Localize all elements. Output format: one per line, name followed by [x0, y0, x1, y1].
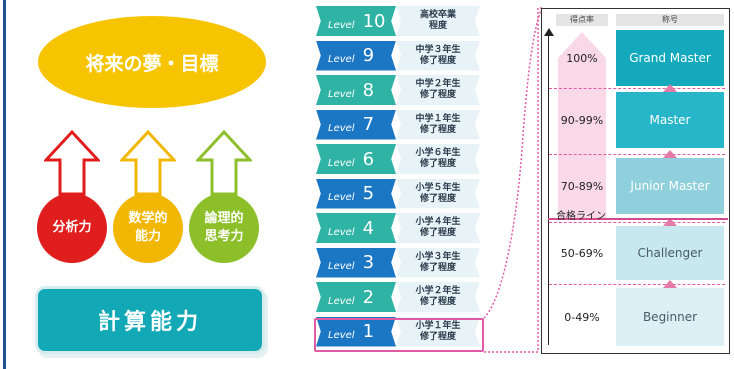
- level-number: 10: [362, 10, 386, 32]
- level-description: 中学１年生 修了程度: [396, 109, 480, 140]
- up-arrow-icon: [44, 130, 100, 196]
- skill-circle-math: 数学的 能力: [113, 193, 183, 263]
- level-row-10: Level 10 高校卒業 程度: [316, 6, 482, 36]
- level-number: 1: [362, 321, 375, 342]
- pass-line: [548, 218, 728, 220]
- skill-label: 分析力: [52, 220, 92, 235]
- vertical-axis: [548, 34, 549, 345]
- score-column-header: 得点率: [556, 14, 608, 26]
- score-arrow-band: [558, 32, 606, 218]
- score-range: 70-89%: [560, 179, 604, 193]
- foundation-label: 計算能力: [97, 310, 202, 335]
- skill-circle-analysis: 分析力: [37, 193, 107, 263]
- rank-divider: [549, 88, 725, 89]
- level-description: 小学４年生 修了程度: [396, 213, 480, 243]
- rank-up-triangle-icon: [663, 280, 677, 288]
- level-description: 高校卒業 程度: [396, 6, 480, 36]
- level-tag: Level 3: [316, 247, 396, 278]
- rank-title: Grand Master: [616, 30, 724, 86]
- level-tag: Level 4: [316, 213, 396, 243]
- rank-divider: [549, 154, 725, 155]
- level-row-4: Level 4 小学４年生 修了程度: [316, 213, 482, 243]
- current-level-highlight: [314, 318, 484, 352]
- up-arrow-icon: [196, 130, 252, 196]
- pass-line-label: 合格ライン: [556, 211, 606, 222]
- level-description: 小学６年生 修了程度: [396, 144, 480, 174]
- level-number: 6: [362, 148, 375, 170]
- foundation-box: 計算能力: [38, 289, 262, 351]
- level-number: 2: [362, 286, 375, 308]
- level-word: Level: [328, 88, 355, 100]
- level-row-7: Level 7 中学１年生 修了程度: [316, 109, 482, 140]
- title-column-header: 称号: [616, 14, 724, 26]
- rank-up-triangle-icon: [663, 84, 677, 92]
- level-word: Level: [328, 157, 355, 169]
- score-range: 100%: [566, 51, 598, 65]
- level-tag: Level 6: [316, 144, 396, 174]
- level-word: Level: [328, 192, 355, 203]
- skill-label: 数学的 能力: [128, 211, 168, 244]
- level-word: Level: [328, 261, 355, 272]
- level-tag: Level 5: [316, 178, 396, 209]
- rank-divider: [549, 222, 725, 223]
- level-number: 7: [362, 114, 375, 135]
- up-arrow-icon: [120, 130, 176, 196]
- level-word: Level: [328, 226, 355, 238]
- rank-title: Master: [616, 92, 724, 148]
- level-description: 小学３年生 修了程度: [396, 247, 480, 278]
- connector-dotted-line: [483, 7, 544, 353]
- level-row-6: Level 6 小学６年生 修了程度: [316, 144, 482, 174]
- level-row-9: Level 9 中学３年生 修了程度: [316, 40, 482, 71]
- rank-up-triangle-icon: [663, 218, 677, 226]
- level-description: 中学２年生 修了程度: [396, 75, 480, 105]
- left-border: [3, 0, 6, 369]
- level-row-8: Level 8 中学２年生 修了程度: [316, 75, 482, 105]
- axis-arrow-icon: [544, 28, 554, 36]
- level-word: Level: [328, 295, 355, 307]
- level-row-3: Level 3 小学３年生 修了程度: [316, 247, 482, 278]
- level-tag: Level 1: [316, 316, 396, 347]
- level-word: Level: [328, 123, 355, 134]
- rank-title: Beginner: [616, 288, 724, 346]
- skill-label: 論理的 思考力: [204, 211, 244, 244]
- level-description: 小学５年生 修了程度: [396, 178, 480, 209]
- goal-label: 将来の夢・目標: [85, 52, 219, 75]
- level-description: 小学２年生 修了程度: [396, 282, 480, 312]
- level-number: 5: [362, 183, 375, 204]
- level-tag: Level 10: [316, 6, 396, 36]
- goal-ellipse: 将来の夢・目標: [38, 16, 266, 108]
- level-number: 4: [362, 217, 375, 239]
- level-tag: Level 7: [316, 109, 396, 140]
- rank-up-triangle-icon: [663, 150, 677, 158]
- level-tag: Level 8: [316, 75, 396, 105]
- level-word: Level: [328, 19, 355, 31]
- level-row-1: Level 1 小学１年生 修了程度: [316, 316, 482, 347]
- level-number: 9: [362, 45, 375, 66]
- rank-title: Junior Master: [616, 158, 724, 214]
- level-description: 中学３年生 修了程度: [396, 40, 480, 71]
- rank-title: Challenger: [616, 226, 724, 280]
- level-row-5: Level 5 小学５年生 修了程度: [316, 178, 482, 209]
- level-row-2: Level 2 小学２年生 修了程度: [316, 282, 482, 312]
- level-description: 小学１年生 修了程度: [396, 316, 480, 347]
- score-range: 50-69%: [560, 246, 604, 260]
- score-range: 0-49%: [564, 310, 600, 324]
- level-tag: Level 9: [316, 40, 396, 71]
- skill-circle-logic: 論理的 思考力: [189, 193, 259, 263]
- level-number: 8: [362, 79, 375, 101]
- level-tag: Level 2: [316, 282, 396, 312]
- level-word: Level: [328, 54, 355, 65]
- score-range: 90-99%: [560, 113, 604, 127]
- level-number: 3: [362, 252, 375, 273]
- rank-divider: [549, 284, 725, 285]
- level-word: Level: [328, 330, 355, 341]
